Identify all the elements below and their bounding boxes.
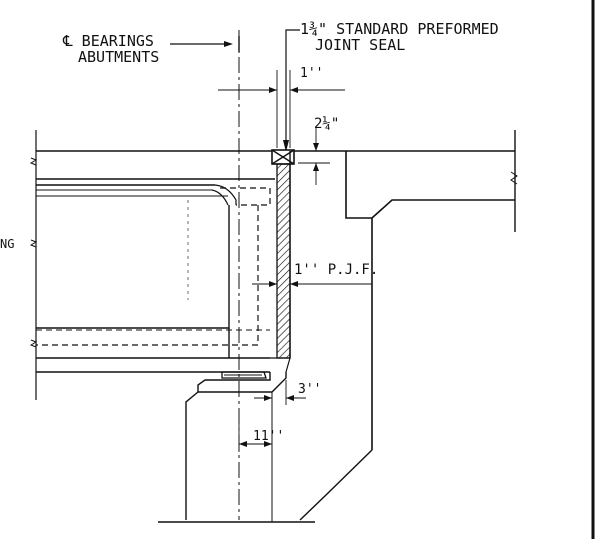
dim-1in-arrow-right <box>290 87 298 93</box>
abutment-stem-right <box>299 449 373 521</box>
bearing-seat-profile <box>197 372 287 393</box>
label-bearings-centerline: ℄ BEARINGS <box>62 32 154 50</box>
abutment-stem-left <box>185 391 199 520</box>
label-dim-2-1-4in: 2¼" <box>314 116 339 132</box>
label-pjf: 1'' P.J.F. <box>294 262 378 278</box>
bearing-pad <box>221 371 267 379</box>
dim-1in-arrow-left <box>269 87 277 93</box>
label-dim-3in: 3'' <box>298 382 321 397</box>
joint-seal-leader <box>285 29 300 148</box>
dim-3in-arrow-left <box>264 395 272 401</box>
dim-11in-arrow-right <box>264 441 272 447</box>
label-dim-1in: 1'' <box>300 66 323 81</box>
label-dim-11in: 11'' <box>253 429 284 444</box>
pjf-arrow-right <box>290 281 298 287</box>
backwall-step <box>345 151 515 219</box>
dim-3in-arrow-right <box>286 395 294 401</box>
label-joint-seal: JOINT SEAL <box>315 36 405 54</box>
deck-left-break <box>29 157 38 166</box>
diaphragm-dashed-outline <box>36 187 271 346</box>
bearings-leader-arrow <box>224 41 233 47</box>
label-joint-seal-size: 1¾" STANDARD PREFORMED <box>300 20 499 38</box>
approach-slab-break <box>510 171 518 185</box>
pjf-filler-strip <box>276 163 291 359</box>
left-break-mark-low <box>29 339 38 348</box>
dim-2-1-4-arrow-top <box>313 143 319 151</box>
girder-top-corner <box>211 184 237 206</box>
seat-to-backwall <box>285 357 291 373</box>
left-break-mark-mid <box>29 239 38 248</box>
joint-seal-leader-arrow <box>283 140 289 152</box>
label-abutments: ABUTMENTS <box>78 48 159 66</box>
dim-2-1-4-arrow-bottom <box>313 163 319 171</box>
label-edge-fragment: NG <box>0 237 14 251</box>
pjf-arrow-left <box>269 281 277 287</box>
dim-11in-arrow-left <box>239 441 247 447</box>
